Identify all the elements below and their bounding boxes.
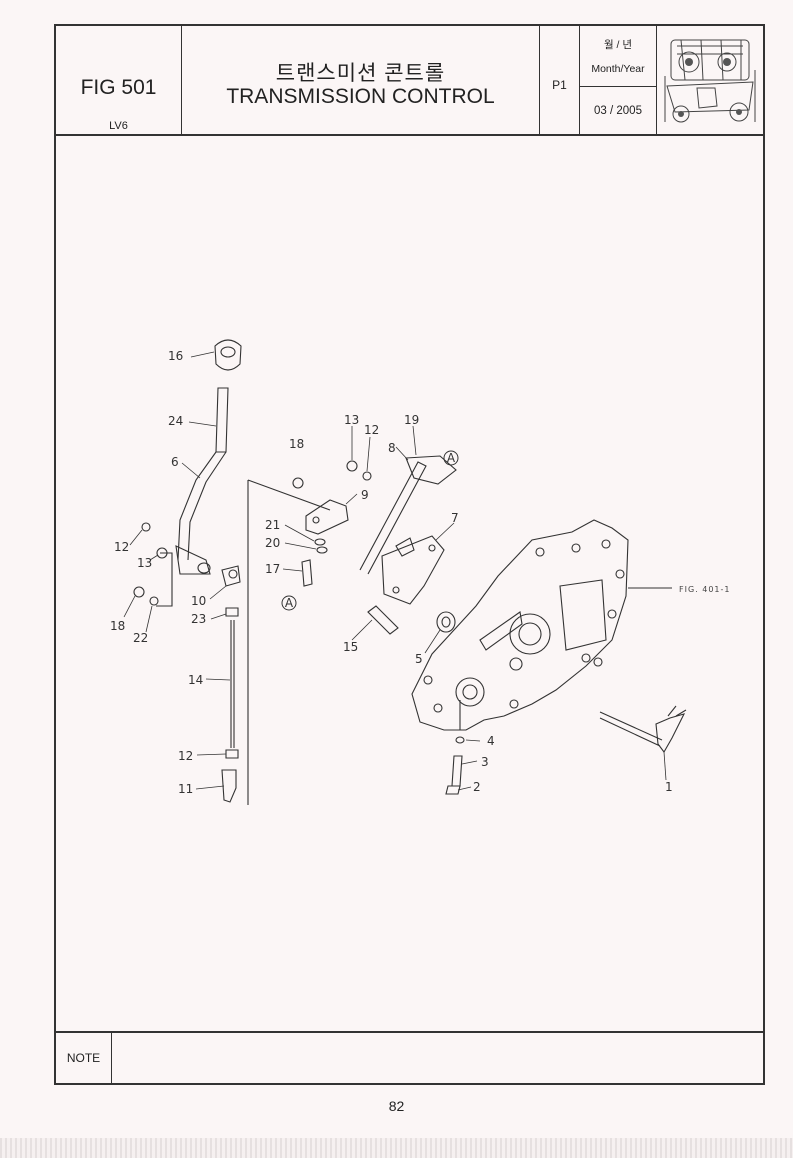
callout-2: 2 <box>473 780 481 794</box>
marker-a-top <box>443 450 459 466</box>
lever-grip <box>215 387 229 453</box>
figure-number: FIG 501 <box>80 76 157 99</box>
page-number: 82 <box>388 1098 405 1114</box>
shift-plate <box>305 499 349 535</box>
callout-9: 9 <box>361 488 369 502</box>
lever-knob <box>214 339 242 371</box>
page-code-cell: P1 <box>540 26 580 134</box>
callout-18-top: 18 <box>289 437 304 451</box>
callout-22: 22 <box>133 631 148 645</box>
model-code: LV6 <box>109 120 128 132</box>
marker-a-left <box>281 595 297 611</box>
marker-a-left-label: A <box>285 596 294 610</box>
callout-4: 4 <box>487 734 495 748</box>
page-code: P1 <box>552 78 567 92</box>
page-frame: FIG 501 LV6 트랜스미션 콘트롤 TRANSMISSION CONTR… <box>54 24 765 1085</box>
note-row: NOTE <box>56 1031 763 1083</box>
date-value: 03 / 2005 <box>594 105 642 117</box>
callout-14: 14 <box>188 673 203 687</box>
callout-12-top: 12 <box>364 423 379 437</box>
callout-10: 10 <box>191 594 206 608</box>
callout-8: 8 <box>388 441 396 455</box>
callout-24: 24 <box>168 414 183 428</box>
callout-1: 1 <box>665 780 673 794</box>
callout-6: 6 <box>171 455 179 469</box>
header: FIG 501 LV6 트랜스미션 콘트롤 TRANSMISSION CONTR… <box>56 26 763 136</box>
callout-21: 21 <box>265 518 280 532</box>
callout-5: 5 <box>415 652 423 666</box>
title-korean: 트랜스미션 콘트롤 <box>275 62 446 85</box>
callout-13-top: 13 <box>344 413 359 427</box>
callout-18-left: 18 <box>110 619 125 633</box>
callout-19: 19 <box>404 413 419 427</box>
fork-shaft-1 <box>599 711 663 747</box>
figure-cell: FIG 501 LV6 <box>56 26 182 134</box>
bracket-7 <box>381 535 445 605</box>
shift-arm-8 <box>405 455 457 485</box>
title-cell: 트랜스미션 콘트롤 TRANSMISSION CONTROL <box>182 26 540 134</box>
callout-13-left: 13 <box>137 556 152 570</box>
callout-labels: 16 24 6 12 13 18 22 10 23 14 12 11 13 12… <box>110 349 673 796</box>
callout-12-left: 12 <box>114 540 129 554</box>
machine-thumbnail <box>657 26 765 134</box>
callout-23: 23 <box>191 612 206 626</box>
callout-16: 16 <box>168 349 183 363</box>
callout-15: 15 <box>343 640 358 654</box>
callout-17: 17 <box>265 562 280 576</box>
transmission-housing <box>411 519 629 731</box>
figure-reference-label: FIG. 401-1 <box>679 585 731 594</box>
callout-3: 3 <box>481 755 489 769</box>
title-english: TRANSMISSION CONTROL <box>226 85 495 108</box>
note-label: NOTE <box>56 1033 112 1083</box>
callout-11: 11 <box>178 782 193 796</box>
callout-12-bottom: 12 <box>178 749 193 763</box>
shift-lever <box>177 451 227 561</box>
scan-edge <box>0 1138 793 1158</box>
tractor-thumbnail-icon <box>664 39 756 123</box>
marker-a-top-label: A <box>447 451 456 465</box>
date-divider <box>580 86 656 87</box>
callout-20: 20 <box>265 536 280 550</box>
date-cell: 월 / 년 Month/Year 03 / 2005 <box>580 26 657 134</box>
callout-7: 7 <box>451 511 459 525</box>
date-label-english: Month/Year <box>591 63 645 75</box>
date-label-korean: 월 / 년 <box>603 39 633 51</box>
